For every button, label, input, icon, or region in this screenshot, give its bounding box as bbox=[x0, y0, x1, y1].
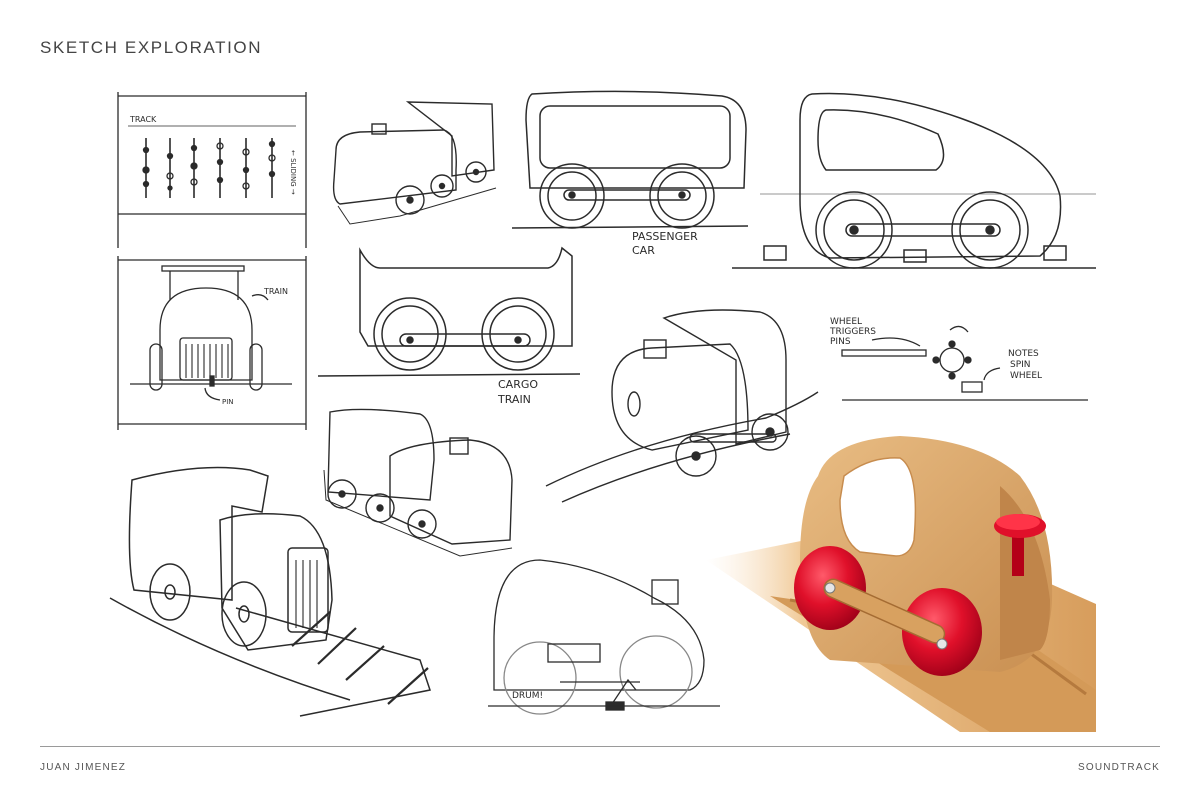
pin-label: PIN bbox=[222, 398, 234, 406]
track-sketch bbox=[117, 92, 307, 248]
project-name: SOUNDTRACK bbox=[1077, 762, 1160, 773]
drum-mechanism-sketch bbox=[488, 559, 720, 715]
drum-label: DRUM! bbox=[512, 691, 543, 701]
locomotive-sketch-middle bbox=[323, 408, 513, 557]
passenger-car-sketch bbox=[511, 90, 749, 229]
cargo-label-line2: TRAIN bbox=[497, 393, 531, 406]
locomotive-sketch-top bbox=[332, 101, 497, 225]
author-name: JUAN JIMENEZ bbox=[40, 762, 127, 773]
wheel-label-line2: TRIGGERS bbox=[829, 327, 876, 337]
cargo-label-line1: CARGO bbox=[498, 378, 538, 391]
wooden-train-render bbox=[700, 436, 1096, 732]
locomotive-comb-sketch bbox=[109, 466, 431, 717]
track-label: TRACK bbox=[129, 115, 157, 124]
notes-label-line2: SPIN bbox=[1010, 360, 1031, 370]
footer-divider bbox=[40, 746, 1160, 747]
train-label: TRAIN bbox=[263, 287, 288, 296]
notes-label-line1: NOTES bbox=[1008, 349, 1039, 359]
wheel-label-line3: PINS bbox=[830, 337, 851, 347]
locomotive-curved-track-sketch bbox=[545, 309, 819, 503]
front-view-sketch bbox=[117, 256, 307, 430]
wheel-label-line1: WHEEL bbox=[830, 317, 862, 327]
passenger-label-line2: CAR bbox=[632, 244, 655, 257]
page-title: SKETCH EXPLORATION bbox=[40, 38, 263, 57]
rounded-car-sketch bbox=[732, 92, 1096, 269]
cargo-train-sketch bbox=[317, 246, 581, 377]
notes-label-line3: WHEEL bbox=[1010, 371, 1042, 381]
wheel-trigger-diagram bbox=[841, 325, 1088, 401]
sliding-label: ← SLIDING → bbox=[289, 150, 297, 195]
passenger-label-line1: PASSENGER bbox=[632, 230, 698, 243]
